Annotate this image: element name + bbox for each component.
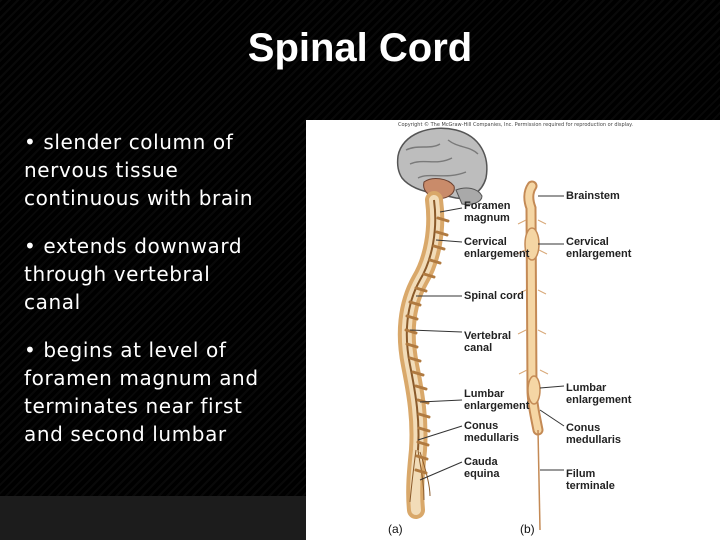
label-vertebral-canal: Vertebral canal [464, 330, 512, 354]
label-brainstem: Brainstem [566, 190, 620, 202]
brain-drawing [396, 127, 488, 205]
label-conus-medullaris-a: Conus medullaris [464, 420, 520, 444]
label-conus-medullaris-b: Conus medullaris [566, 422, 622, 446]
label-cervical-enlargement-a: Cervical enlargement [464, 236, 530, 260]
label-lumbar-enlargement-b: Lumbar enlargement [566, 382, 632, 406]
label-foramen-magnum: Foramen magnum [464, 200, 511, 224]
bullet-list: • slender column of nervous tissue conti… [24, 128, 294, 468]
slide-title: Spinal Cord [247, 26, 473, 70]
label-cauda-equina: Cauda equina [464, 456, 500, 480]
isolated-spinal-cord [516, 180, 549, 531]
panel-label-b: (b) [520, 522, 535, 536]
label-spinal-cord: Spinal cord [464, 290, 524, 302]
bullet-item: • extends downward through vertebral can… [24, 234, 243, 314]
leader-lines-b [538, 195, 565, 471]
footer-band [0, 496, 310, 540]
spinal-cord-illustration [396, 127, 565, 531]
label-lumbar-enlargement-a: Lumbar enlargement [464, 388, 530, 412]
leader-lines-a [409, 207, 463, 481]
vertebral-column [397, 191, 450, 519]
spinal-cord-figure: Copyright © The McGraw-Hill Companies, I… [306, 120, 720, 540]
panel-label-a: (a) [388, 522, 403, 536]
copyright-notice: Copyright © The McGraw-Hill Companies, I… [398, 122, 633, 128]
label-cervical-enlargement-b: Cervical enlargement [566, 236, 632, 260]
label-filum-terminale: Filum terminale [566, 468, 615, 492]
bullet-item: • slender column of nervous tissue conti… [24, 130, 254, 210]
bullet-item: • begins at level of foramen magnum and … [24, 338, 259, 446]
